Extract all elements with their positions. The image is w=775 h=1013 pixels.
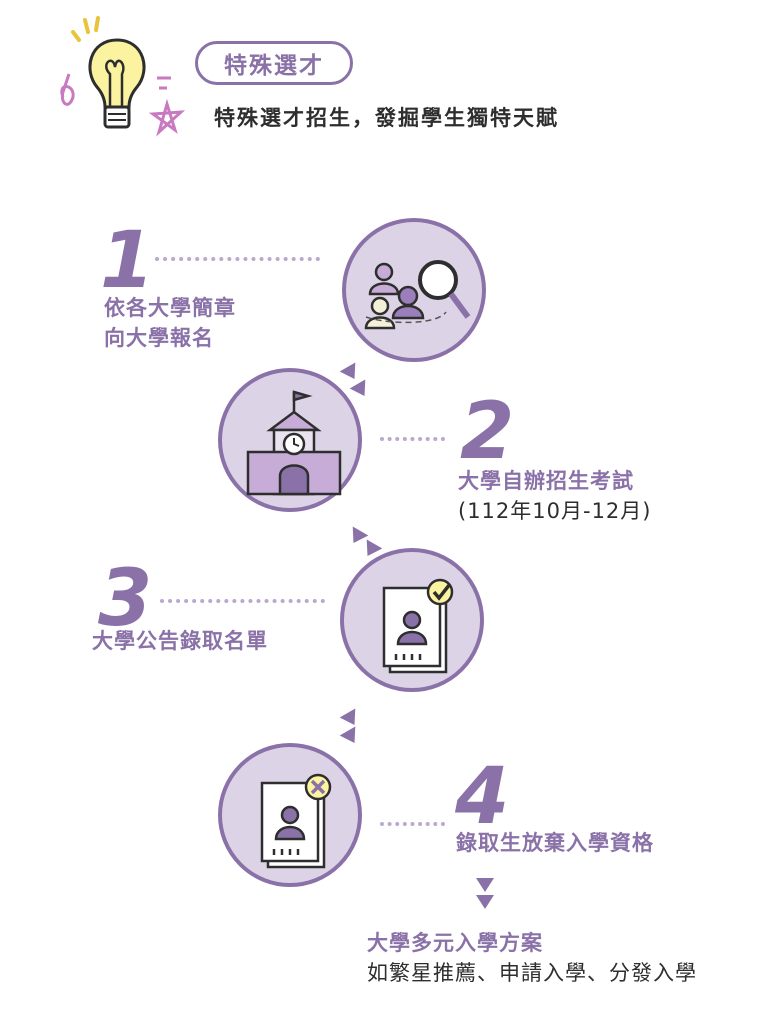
step-2-number: 2 (460, 387, 515, 477)
footer-detail: 如繁星推薦、申請入學、分發入學 (367, 961, 697, 985)
footer-title: 大學多元入學方案 (367, 931, 543, 955)
step-2-line-2: (112年10月-12月) (458, 499, 652, 523)
step-3-number: 3 (98, 554, 153, 644)
people-search-icon (342, 218, 486, 362)
school-building-icon (218, 368, 362, 512)
lightbulb-icon (55, 12, 186, 137)
step-4-number: 4 (455, 752, 510, 842)
step-2-line-1: 大學自辦招生考試 (458, 469, 634, 493)
step-3-text: 大學公告錄取名單 (92, 626, 268, 656)
approved-document-icon (340, 548, 484, 692)
rejected-document-icon (218, 743, 362, 887)
section-badge: 特殊選才 (195, 41, 353, 85)
step-3-line-1: 大學公告錄取名單 (92, 629, 268, 653)
step-1-number: 1 (100, 216, 155, 306)
step-2-connector (380, 437, 445, 441)
step-1-text: 依各大學簡章 向大學報名 (104, 293, 236, 353)
step-1-line-1: 依各大學簡章 (104, 296, 236, 320)
arrow-down-icon (476, 878, 494, 892)
arrow-down-icon (339, 708, 363, 730)
step-1-connector (155, 257, 320, 261)
step-2-text: 大學自辦招生考試 (112年10月-12月) (458, 466, 652, 526)
step-4-text: 錄取生放棄入學資格 (456, 828, 654, 858)
step-4-line-1: 錄取生放棄入學資格 (456, 831, 654, 855)
arrow-down-icon (476, 895, 494, 909)
step-1-line-2: 向大學報名 (104, 326, 214, 350)
step-4-connector (380, 822, 445, 826)
step-3-connector (160, 599, 325, 603)
arrow-down-icon (339, 726, 363, 748)
section-subtitle: 特殊選才招生，發掘學生獨特天賦 (214, 106, 559, 130)
